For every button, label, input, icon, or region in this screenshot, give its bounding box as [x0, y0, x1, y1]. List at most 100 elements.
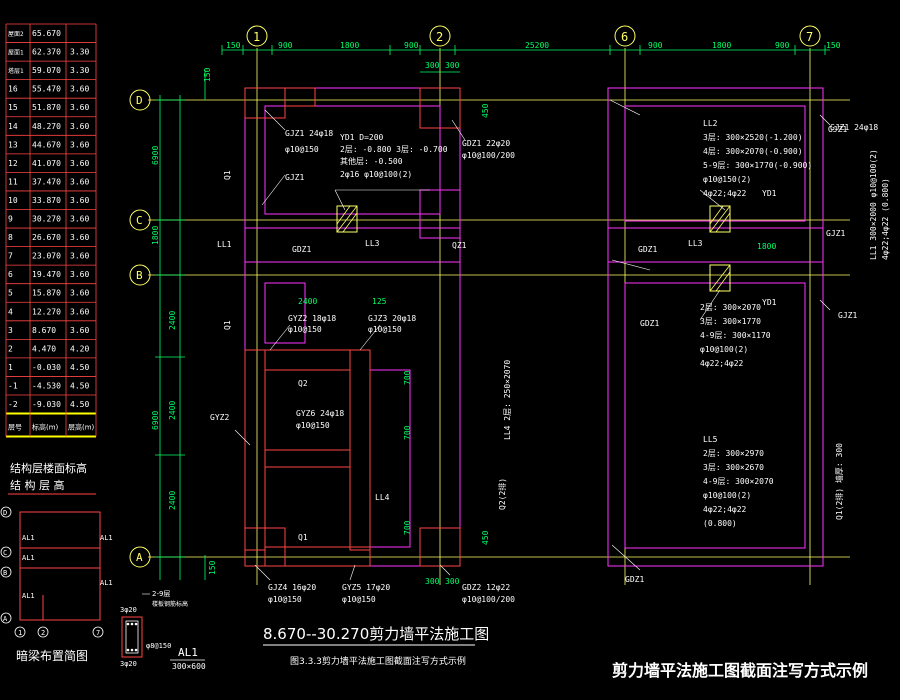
annotation-gjz3: GJZ3 20φ18 [368, 314, 416, 323]
dimension-value: 300 [445, 577, 460, 586]
table-floor: 10 [8, 196, 18, 205]
axis-label: A [136, 551, 143, 564]
axis-bubble [429, 25, 451, 47]
table-header: 层号 [8, 424, 22, 432]
dimension-value: 2400 [168, 311, 177, 330]
annotation-gdz1_hoop: φ10@100/200 [462, 151, 515, 160]
table-floor: 14 [8, 122, 18, 131]
axis-label: 1 [253, 30, 260, 44]
key-plan-label: AL1 [22, 534, 35, 542]
dimension-value: 300 [445, 61, 460, 70]
section-bars: 3φ20 [120, 606, 137, 614]
axis-label: 6 [621, 30, 628, 44]
annotation-gyz2_h: φ10@150 [288, 325, 322, 334]
annotation-q1_r2: Q1(2排) 墙厚: 300 [834, 443, 844, 520]
annotation-ll5: LL5 [703, 435, 718, 444]
annotation-ll4_v: LL4 2层: 250×2070 [503, 360, 512, 440]
dimension-value: 450 [481, 530, 490, 545]
annotation-q2: Q2 [298, 379, 308, 388]
annotation-gjz1: GJZ1 24φ18 [285, 129, 333, 138]
table-floor: 16 [8, 85, 18, 94]
table-elevation: 44.670 [32, 140, 61, 149]
table-elevation: 41.070 [32, 159, 61, 168]
dimension-value: 150 [203, 67, 212, 82]
table-height: 3.60 [70, 122, 89, 131]
table-floor: 6 [8, 270, 13, 279]
dimension-value: 150 [826, 41, 841, 50]
table-floor: 15 [8, 103, 18, 112]
table-height: 4.20 [70, 344, 89, 353]
annotation-gyz5: GYZ5 17φ20 [342, 583, 390, 592]
dimension-value: 1800 [340, 41, 359, 50]
annotation-gjz1b: GJZ1 [285, 173, 304, 182]
rebar-dot [130, 648, 134, 652]
key-plan-label: AL1 [100, 579, 113, 587]
table-height: 4.50 [70, 381, 89, 390]
table-elevation: 37.470 [32, 177, 61, 186]
dimension-value: 6900 [151, 146, 160, 165]
table-elevation: 33.870 [32, 196, 61, 205]
dimension-value: 1800 [712, 41, 731, 50]
annotation-gdz1c: GDZ1 [625, 575, 644, 584]
table-height: 3.30 [70, 48, 89, 57]
annotation-gjz1c: GJZ1 [838, 311, 857, 320]
annotation-ll2_b: 4层: 300×2070(-0.900) [703, 147, 803, 156]
table-height: 3.60 [70, 289, 89, 298]
table-height: 3.60 [70, 233, 89, 242]
table-height: 3.60 [70, 196, 89, 205]
dimension-value: 150 [226, 41, 241, 50]
section-bars: 3φ20 [120, 660, 137, 668]
key-plan-axis: C [3, 549, 7, 557]
key-plan-label: AL1 [22, 554, 35, 562]
table-height: 4.50 [70, 400, 89, 409]
annotation-ll2_a: 3层: 300×2520(-1.200) [703, 133, 803, 142]
table-height: 3.60 [70, 326, 89, 335]
table-height: 4.50 [70, 363, 89, 372]
dimension-value: 700 [403, 370, 412, 385]
annotation-q1: Q1 [223, 170, 232, 180]
axis-label: C [136, 214, 143, 227]
table-elevation: 48.270 [32, 122, 61, 131]
annotation-gjz4: GJZ4 16φ20 [268, 583, 316, 592]
axis-label: 2 [436, 30, 443, 44]
annotation-ll3_a: 2层: 300×2070 [700, 303, 761, 312]
table-height: 3.30 [70, 66, 89, 75]
coupling-beams [336, 205, 731, 292]
annotation-gdz2_h: φ10@100/200 [462, 595, 515, 604]
annotation-yd1b: YD1 [762, 189, 777, 198]
table-elevation: 15.870 [32, 289, 61, 298]
annotation-q2_v: Q2(2排) [497, 478, 507, 510]
rebar-dot [126, 622, 130, 626]
table-height: 3.60 [70, 140, 89, 149]
table-height: 3.60 [70, 252, 89, 261]
annotation-gjz3_h: φ10@150 [368, 325, 402, 334]
dimension-value: 450 [481, 103, 490, 118]
axis-label: B [136, 269, 143, 282]
leader-lines [234, 99, 831, 581]
dimension-value: 2400 [168, 401, 177, 420]
annotation-gyz2: GYZ2 18φ18 [288, 314, 336, 323]
table-elevation: 51.870 [32, 103, 61, 112]
annotation-ll2: LL2 [703, 119, 718, 128]
key-plan-label: AL1 [22, 592, 35, 600]
annotation-gyz2b: GYZ2 [210, 413, 229, 422]
section-size: 300×600 [172, 662, 206, 671]
table-height: 3.60 [70, 85, 89, 94]
table-floor: -2 [8, 400, 18, 409]
annotation-gjz1c: GJZ1 [828, 125, 847, 134]
annotation-gjz1d: GJZ1 [826, 229, 845, 238]
annotation-gjz1_hoop: φ10@150 [285, 145, 319, 154]
key-plan-title: 暗梁布置简图 [16, 648, 88, 663]
dimension-value: 300 [425, 577, 440, 586]
table-height: 3.60 [70, 103, 89, 112]
key-plan-bubble [92, 626, 104, 638]
key-plan-label: AL1 [100, 534, 113, 542]
table-height: 3.60 [70, 159, 89, 168]
annotation-ll5_a: 2层: 300×2970 [703, 449, 764, 458]
table-elevation: 65.670 [32, 29, 61, 38]
dimension-value: 1800 [757, 242, 776, 251]
